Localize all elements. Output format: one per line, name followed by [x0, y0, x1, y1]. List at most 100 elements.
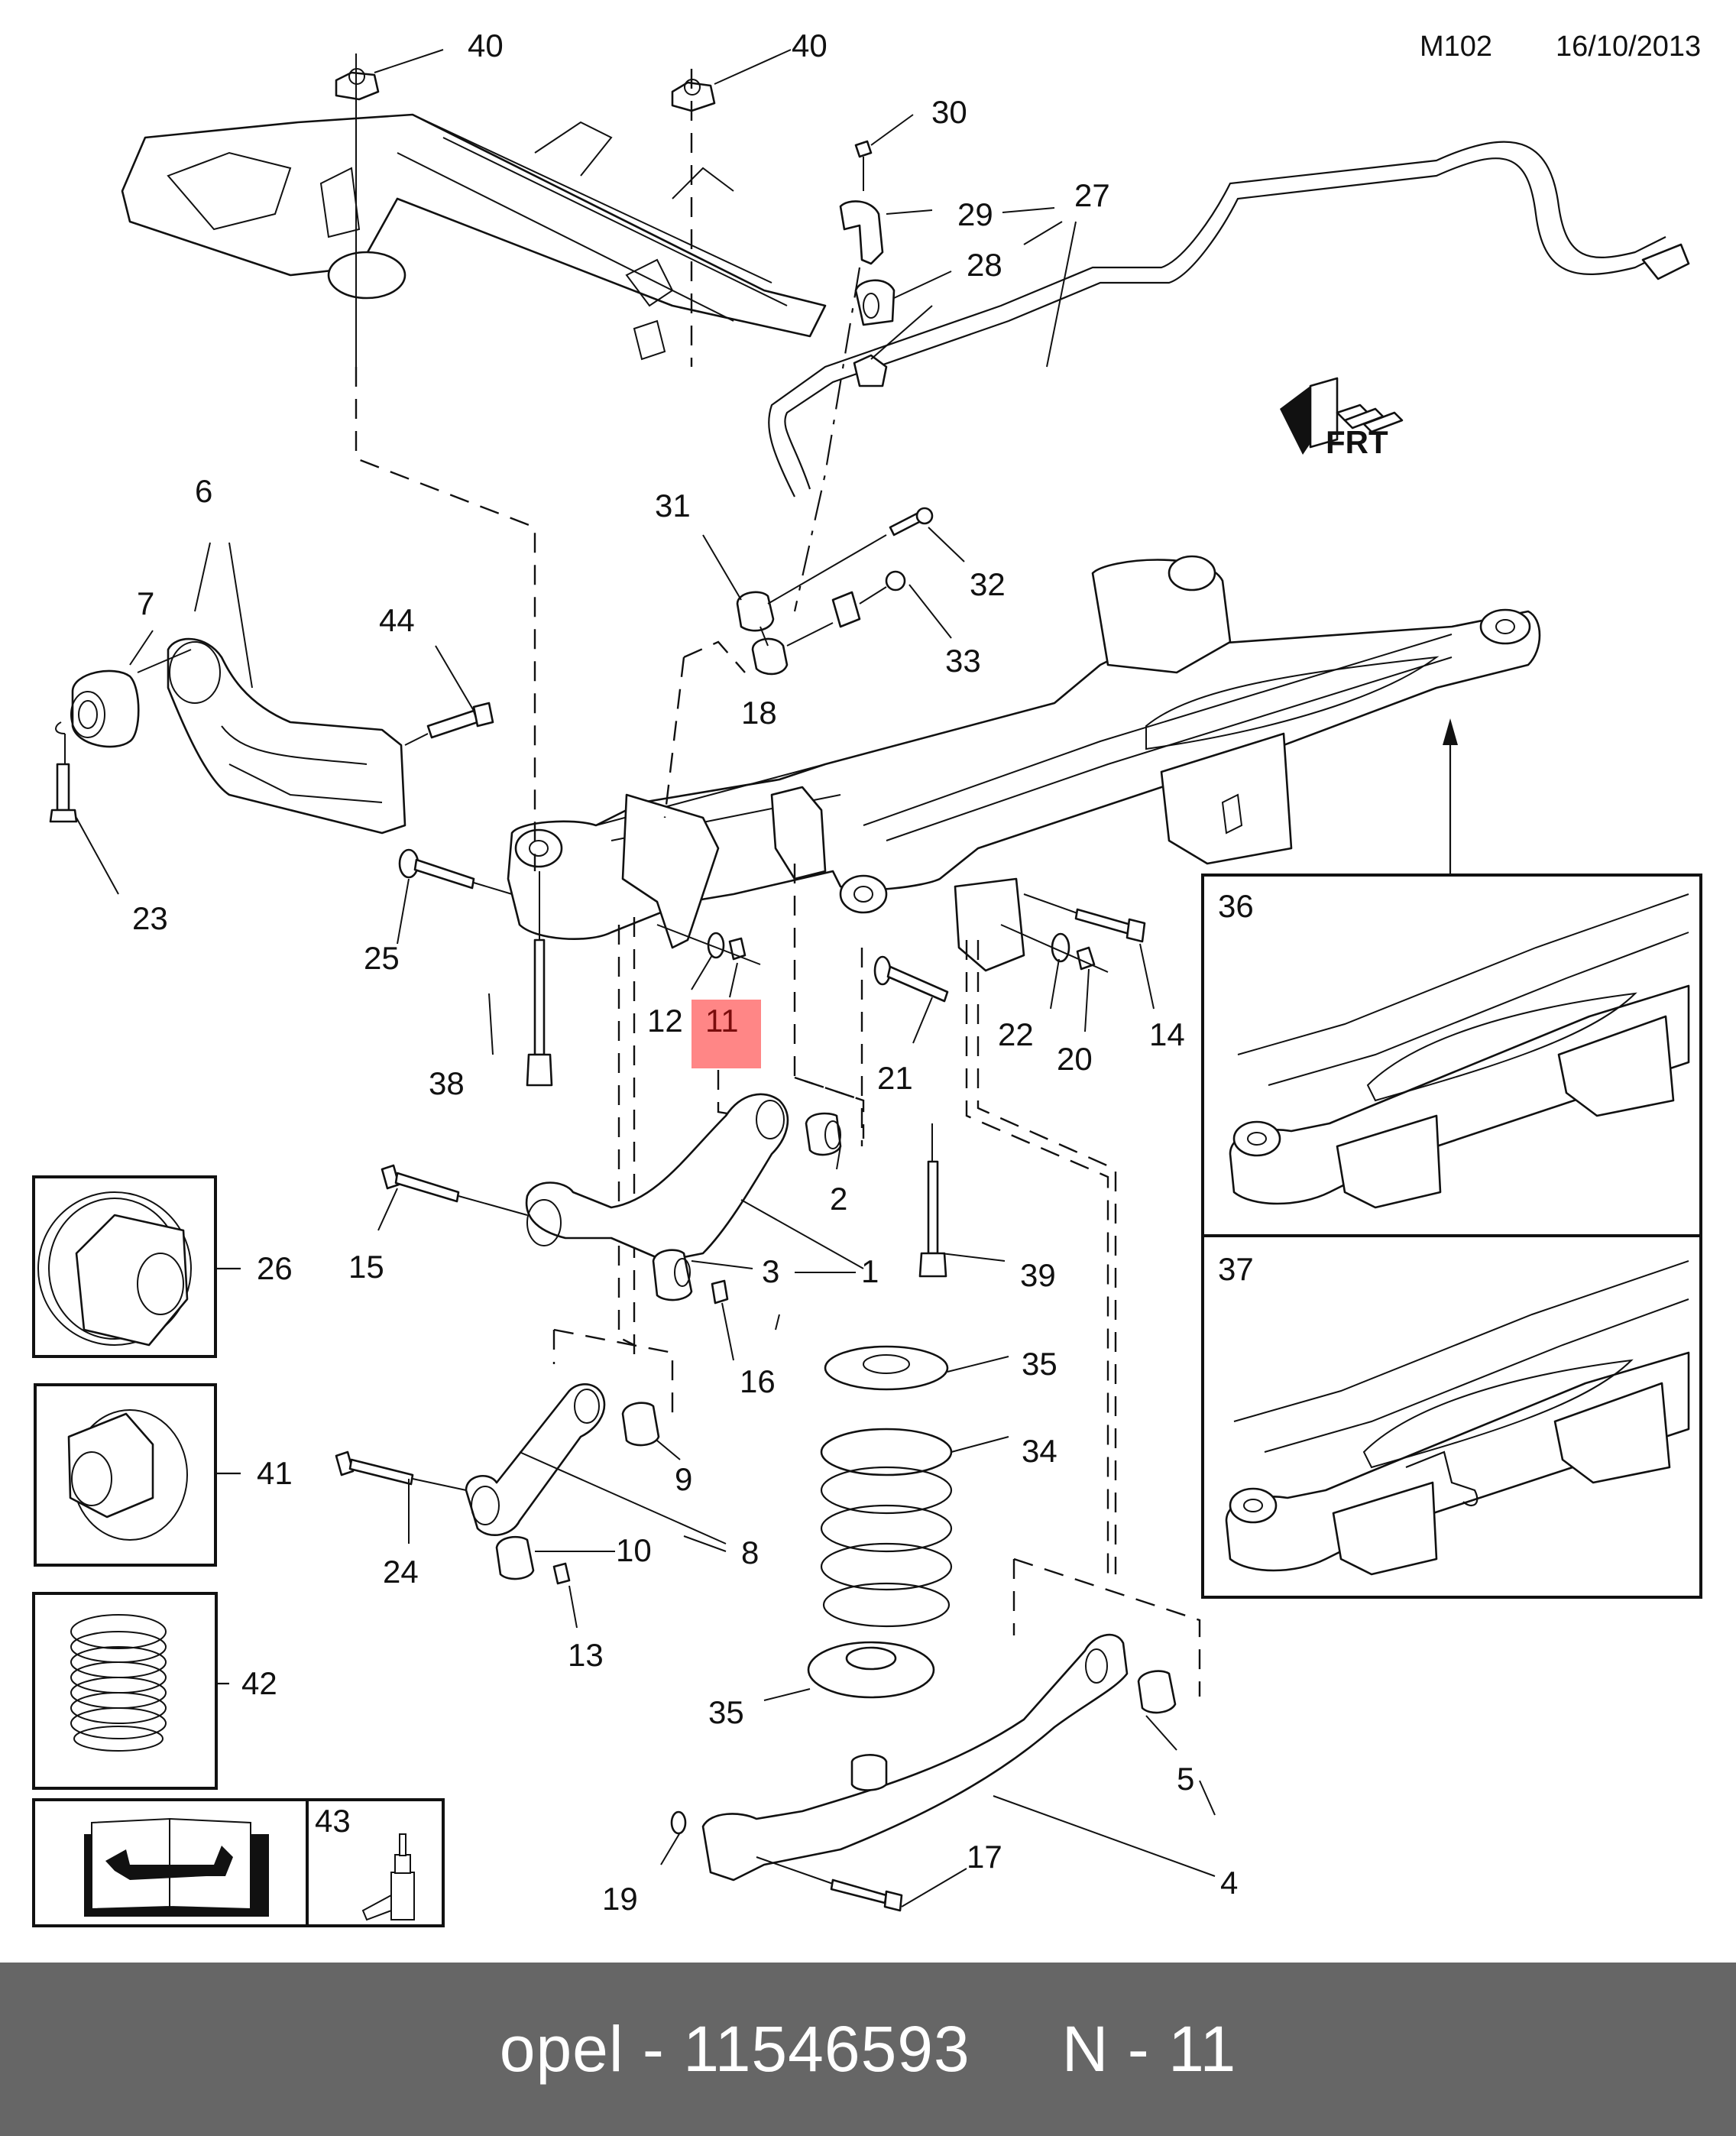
control-arm-1 — [525, 1093, 789, 1262]
wiring-clip — [1405, 1450, 1479, 1507]
inset-panel-36: 36 — [1201, 874, 1702, 1237]
bracket-guide-11 — [717, 1070, 788, 1125]
leader-lines — [76, 49, 1216, 1907]
bolt-30 — [854, 140, 873, 191]
callout-4[interactable]: 4 — [1220, 1865, 1238, 1901]
callout-13[interactable]: 13 — [568, 1637, 604, 1673]
bushing-5 — [1137, 1670, 1177, 1714]
inset-pointer-arrow — [1443, 718, 1458, 875]
washer-12 — [707, 932, 725, 959]
box-26-label[interactable]: 26 — [257, 1250, 293, 1286]
callout-38[interactable]: 38 — [429, 1065, 465, 1101]
bolt-38 — [526, 871, 553, 1087]
part-number: 11546593 — [683, 2013, 970, 2085]
callout-34[interactable]: 34 — [1022, 1433, 1057, 1469]
bushing-3 — [652, 1249, 693, 1301]
bushing-28-upper — [854, 279, 896, 326]
callout-20[interactable]: 20 — [1057, 1041, 1093, 1077]
stabilizer-link-31 — [736, 534, 887, 676]
bolt-17 — [756, 1856, 903, 1912]
spring-seat-35-upper — [824, 1345, 949, 1391]
frt-label: FRT — [1326, 424, 1388, 460]
nut-16 — [711, 1279, 729, 1305]
callout-9[interactable]: 9 — [675, 1461, 692, 1497]
callout-30[interactable]: 30 — [931, 94, 967, 130]
callout-32[interactable]: 32 — [970, 566, 1006, 602]
brand-name: opel — [499, 2013, 624, 2085]
diagram-code: M102 — [1420, 31, 1492, 63]
callout-39[interactable]: 39 — [1020, 1257, 1056, 1293]
callout-16[interactable]: 16 — [740, 1363, 776, 1399]
detail-box-42: 42 — [32, 1592, 277, 1790]
callout-labels: 40 40 30 29 27 28 6 7 44 31 32 33 18 23 … — [132, 28, 1238, 1917]
inset-36-label[interactable]: 36 — [1218, 888, 1254, 924]
bushing-10 — [495, 1535, 535, 1580]
bracket-guide-9 — [552, 1328, 674, 1414]
box-43-label[interactable]: 43 — [315, 1803, 351, 1839]
callout-28[interactable]: 28 — [967, 247, 1002, 283]
callout-27[interactable]: 27 — [1074, 177, 1110, 213]
bolt-23 — [49, 734, 78, 823]
callout-19[interactable]: 19 — [602, 1881, 638, 1917]
callout-23[interactable]: 23 — [132, 900, 168, 936]
stabilizer-bar — [768, 141, 1690, 498]
callout-18[interactable]: 18 — [741, 695, 777, 731]
callout-40-left[interactable]: 40 — [468, 28, 504, 63]
detail-box-43: 43 — [32, 1798, 445, 1927]
callout-11-selected[interactable]: 11 — [705, 1003, 739, 1039]
service-manual-wrench-icon — [84, 1817, 269, 1917]
callout-6[interactable]: 6 — [195, 473, 212, 509]
guide-line-right-b — [976, 940, 1117, 1574]
part-footer-bar: opel - 11546593 N - 11 — [0, 1963, 1736, 2136]
callout-35-upper[interactable]: 35 — [1022, 1346, 1057, 1382]
callout-15[interactable]: 15 — [348, 1249, 384, 1285]
callout-25[interactable]: 25 — [364, 940, 400, 976]
bushing-9 — [621, 1402, 660, 1447]
callout-2[interactable]: 2 — [830, 1181, 847, 1217]
callout-44[interactable]: 44 — [379, 602, 415, 638]
callout-21[interactable]: 21 — [877, 1060, 913, 1096]
box-42-label[interactable]: 42 — [241, 1665, 277, 1701]
body-frame-rail — [121, 113, 827, 361]
callout-10[interactable]: 10 — [616, 1532, 652, 1568]
bump-stop-boot-icon — [70, 1614, 167, 1752]
trailing-arm-6 — [167, 637, 406, 835]
rear-crossmember — [507, 555, 1541, 972]
box-41-label[interactable]: 41 — [257, 1455, 293, 1491]
callout-5[interactable]: 5 — [1177, 1761, 1194, 1797]
callout-3[interactable]: 3 — [762, 1253, 779, 1289]
callout-12[interactable]: 12 — [647, 1003, 683, 1039]
footer-separator-1: - — [642, 2013, 665, 2085]
bolt-15 — [381, 1164, 528, 1216]
bracket-guide-2 — [794, 1076, 865, 1139]
inset-panel-37: 37 — [1201, 1234, 1702, 1599]
axis-line-link — [663, 640, 746, 818]
bolt-32 — [889, 507, 934, 536]
inset-37-label[interactable]: 37 — [1218, 1251, 1254, 1287]
bolt-24 — [335, 1450, 467, 1491]
callout-14[interactable]: 14 — [1149, 1016, 1185, 1052]
nut-13 — [552, 1562, 571, 1585]
guide-line-left-a — [617, 925, 635, 1347]
diagram-date: 16/10/2013 — [1556, 31, 1701, 63]
callout-22[interactable]: 22 — [998, 1016, 1034, 1052]
callout-1[interactable]: 1 — [861, 1253, 879, 1289]
callout-35-lower[interactable]: 35 — [708, 1694, 744, 1730]
nut-40-left — [335, 68, 380, 101]
bolt-25 — [398, 848, 513, 895]
callout-8[interactable]: 8 — [741, 1535, 759, 1570]
callout-31[interactable]: 31 — [655, 488, 691, 523]
callout-33[interactable]: 33 — [945, 643, 981, 679]
bolt-39 — [918, 1123, 947, 1278]
front-direction-arrow-icon: FRT — [1280, 377, 1404, 460]
callout-29[interactable]: 29 — [957, 196, 993, 232]
detail-box-26: 26 — [32, 1175, 293, 1358]
axis-line-stabilizer — [793, 267, 861, 612]
bushing-28-lower — [853, 354, 888, 387]
bracket-guide-5 — [1012, 1557, 1201, 1697]
callout-7[interactable]: 7 — [137, 585, 154, 621]
position-number: 11 — [1168, 2013, 1237, 2085]
callout-24[interactable]: 24 — [383, 1554, 419, 1590]
callout-40-right[interactable]: 40 — [792, 28, 828, 63]
callout-17[interactable]: 17 — [967, 1839, 1002, 1875]
